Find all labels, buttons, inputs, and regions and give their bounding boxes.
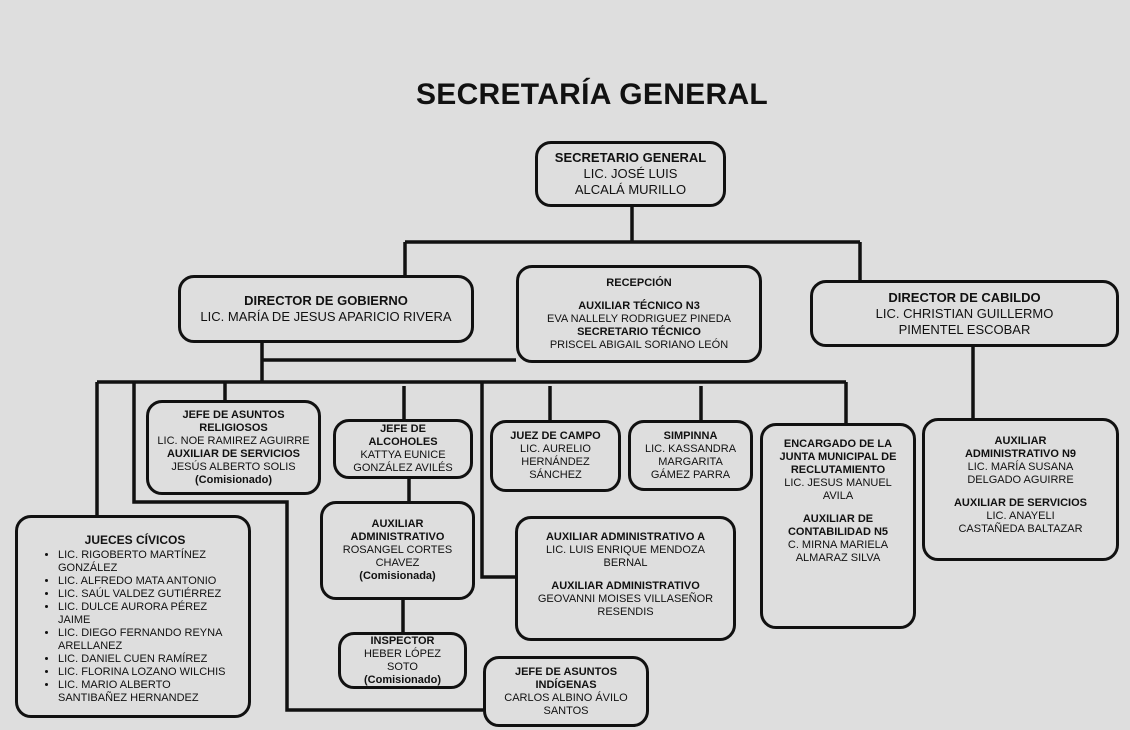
box-role-text: INSPECTOR [370,634,435,647]
box-role-text: (Comisionada) [359,570,436,582]
box-name-text: GÁMEZ PARRA [650,468,731,481]
box-name-text: GONZÁLEZ AVILÉS [353,462,453,474]
box-name-text: C. MIRNA MARIELA [787,539,889,551]
box-role-text: JUNTA MUNICIPAL DE [779,451,897,463]
connector-aux-admin-a [480,382,515,579]
box-role-text: JEFE DE [380,423,426,435]
box-role-text: RECLUTAMIENTO [790,464,886,476]
box-name-text: MARGARITA [658,455,723,468]
box-role-text: DIRECTOR DE GOBIERNO [244,293,408,308]
list-item: LIC. MARIO ALBERTO SANTIBAÑEZ HERNANDEZ [58,679,238,705]
box-role-text: ADMINISTRATIVO [350,531,445,543]
box-role-text: AUXILIAR [994,435,1047,447]
box-name-text: HEBER LÓPEZ [363,647,442,660]
box-name-text: LIC. NOE RAMIREZ AGUIRRE [157,434,310,447]
box-role-text: JEFE DE ASUNTOS [514,665,618,678]
connector-alcoholes [401,386,411,632]
list-item: LIC. ALFREDO MATA ANTONIO [58,575,238,588]
box-role-text: ADMINISTRATIVO N9 [964,448,1077,460]
box-role-text: RELIGIOSOS [199,421,268,434]
jueces-list: LIC. RIGOBERTO MARTÍNEZ GONZÁLEZ LIC. AL… [32,549,238,705]
box-name-text: JESÚS ALBERTO SOLIS [171,460,296,473]
box-role-text: SECRETARIO TÉCNICO [577,325,701,338]
box-name-text: LIC. JOSÉ LUIS [583,166,678,181]
box-name-text: DELGADO AGUIRRE [967,474,1074,486]
box-role-text: AUXILIAR TÉCNICO N3 [578,299,700,312]
box-role-text: AUXILIAR ADMINISTRATIVO A [545,531,706,543]
box-role-text: AUXILIAR [371,518,424,530]
list-item: LIC. SAÚL VALDEZ GUTIÉRREZ [58,588,238,601]
box-role-text: (Comisionado) [195,473,272,486]
box-name-text: GEOVANNI MOISES VILLASEÑOR [537,593,714,605]
box-name-text: LIC. KASSANDRA [644,442,737,455]
box-role-text: SECRETARIO GENERAL [554,150,707,165]
box-role-text: INDÍGENAS [535,678,597,691]
box-role-text: SIMPINNA [663,429,718,442]
box-name-text: LIC. CHRISTIAN GUILLERMO [875,305,1054,321]
list-item: LIC. RIGOBERTO MARTÍNEZ GONZÁLEZ [58,549,238,575]
list-item: LIC. FLORINA LOZANO WILCHIS [58,666,238,679]
box-name-text: SANTOS [543,704,589,717]
box-name-text: EVA NALLELY RODRIGUEZ PINEDA [546,312,731,325]
box-name-text: ROSANGEL CORTES [342,544,453,556]
list-item: LIC. DULCE AURORA PÉREZ JAIME [58,601,238,627]
connector-secretario [403,206,862,280]
connector-gobierno [260,342,516,382]
box-name-text: CASTAÑEDA BALTAZAR [958,523,1083,535]
box-name-text: LIC. JESUS MANUEL [784,477,892,489]
box-name-text: LIC. MARÍA DE JESUS APARICIO RIVERA [200,309,452,324]
box-role-text: JEFE DE ASUNTOS [182,408,285,421]
box-name-text: RESENDIS [597,606,654,618]
box-name-text: LIC. LUIS ENRIQUE MENDOZA [546,544,705,556]
connector-indigenas [132,382,483,712]
box-role-text: ENCARGADO DE LA [783,438,893,450]
box-name-text: CARLOS ALBINO ÁVILO [504,691,628,704]
box-role-text: CONTABILIDAD N5 [787,526,888,538]
box-role-text: (Comisionado) [364,673,441,686]
box-role-text: AUXILIAR ADMINISTRATIVO [551,580,700,592]
box-name-text: ALCALÁ MURILLO [574,182,687,197]
box-role-text: AUXILIAR DE SERVICIOS [953,497,1088,509]
box-role-text: AUXILIAR DE [802,513,874,525]
box-name-text: SÁNCHEZ [529,469,582,481]
page-title: SECRETARÍA GENERAL [415,78,769,111]
box-name-text: LIC. AURELIO [520,443,591,455]
box-jueces-civicos: JUECES CÍVICOS LIC. RIGOBERTO MARTÍNEZ G… [15,515,251,718]
box-name-text: PRISCEL ABIGAIL SORIANO LEÓN [549,338,729,351]
box-name-text: BERNAL [603,557,648,569]
box-role-text: DIRECTOR DE CABILDO [888,289,1041,305]
box-role-text: AUXILIAR DE SERVICIOS [166,447,301,460]
box-role-text: JUEZ DE CAMPO [510,430,601,442]
box-name-text: LIC. ANAYELI [986,510,1055,522]
jueces-heading: JUECES CÍVICOS [84,533,186,547]
box-name-text: AVILA [822,490,854,502]
box-name-text: SOTO [387,660,418,673]
box-role-text: ALCOHOLES [368,436,438,448]
box-name-text: ALMARAZ SILVA [795,552,881,564]
box-role-text: RECEPCIÓN [606,276,672,289]
box-name-text: KATTYA EUNICE [360,449,446,461]
box-name-text: HERNÁNDEZ [521,456,590,468]
box-name-text: CHAVEZ [375,557,420,569]
box-name-text: LIC. MARÍA SUSANA [967,461,1074,473]
list-item: LIC. DANIEL CUEN RAMÍREZ [58,653,238,666]
box-name-text: PIMENTEL ESCOBAR [898,321,1031,337]
list-item: LIC. DIEGO FERNANDO REYNA ARELLANEZ [58,627,238,653]
